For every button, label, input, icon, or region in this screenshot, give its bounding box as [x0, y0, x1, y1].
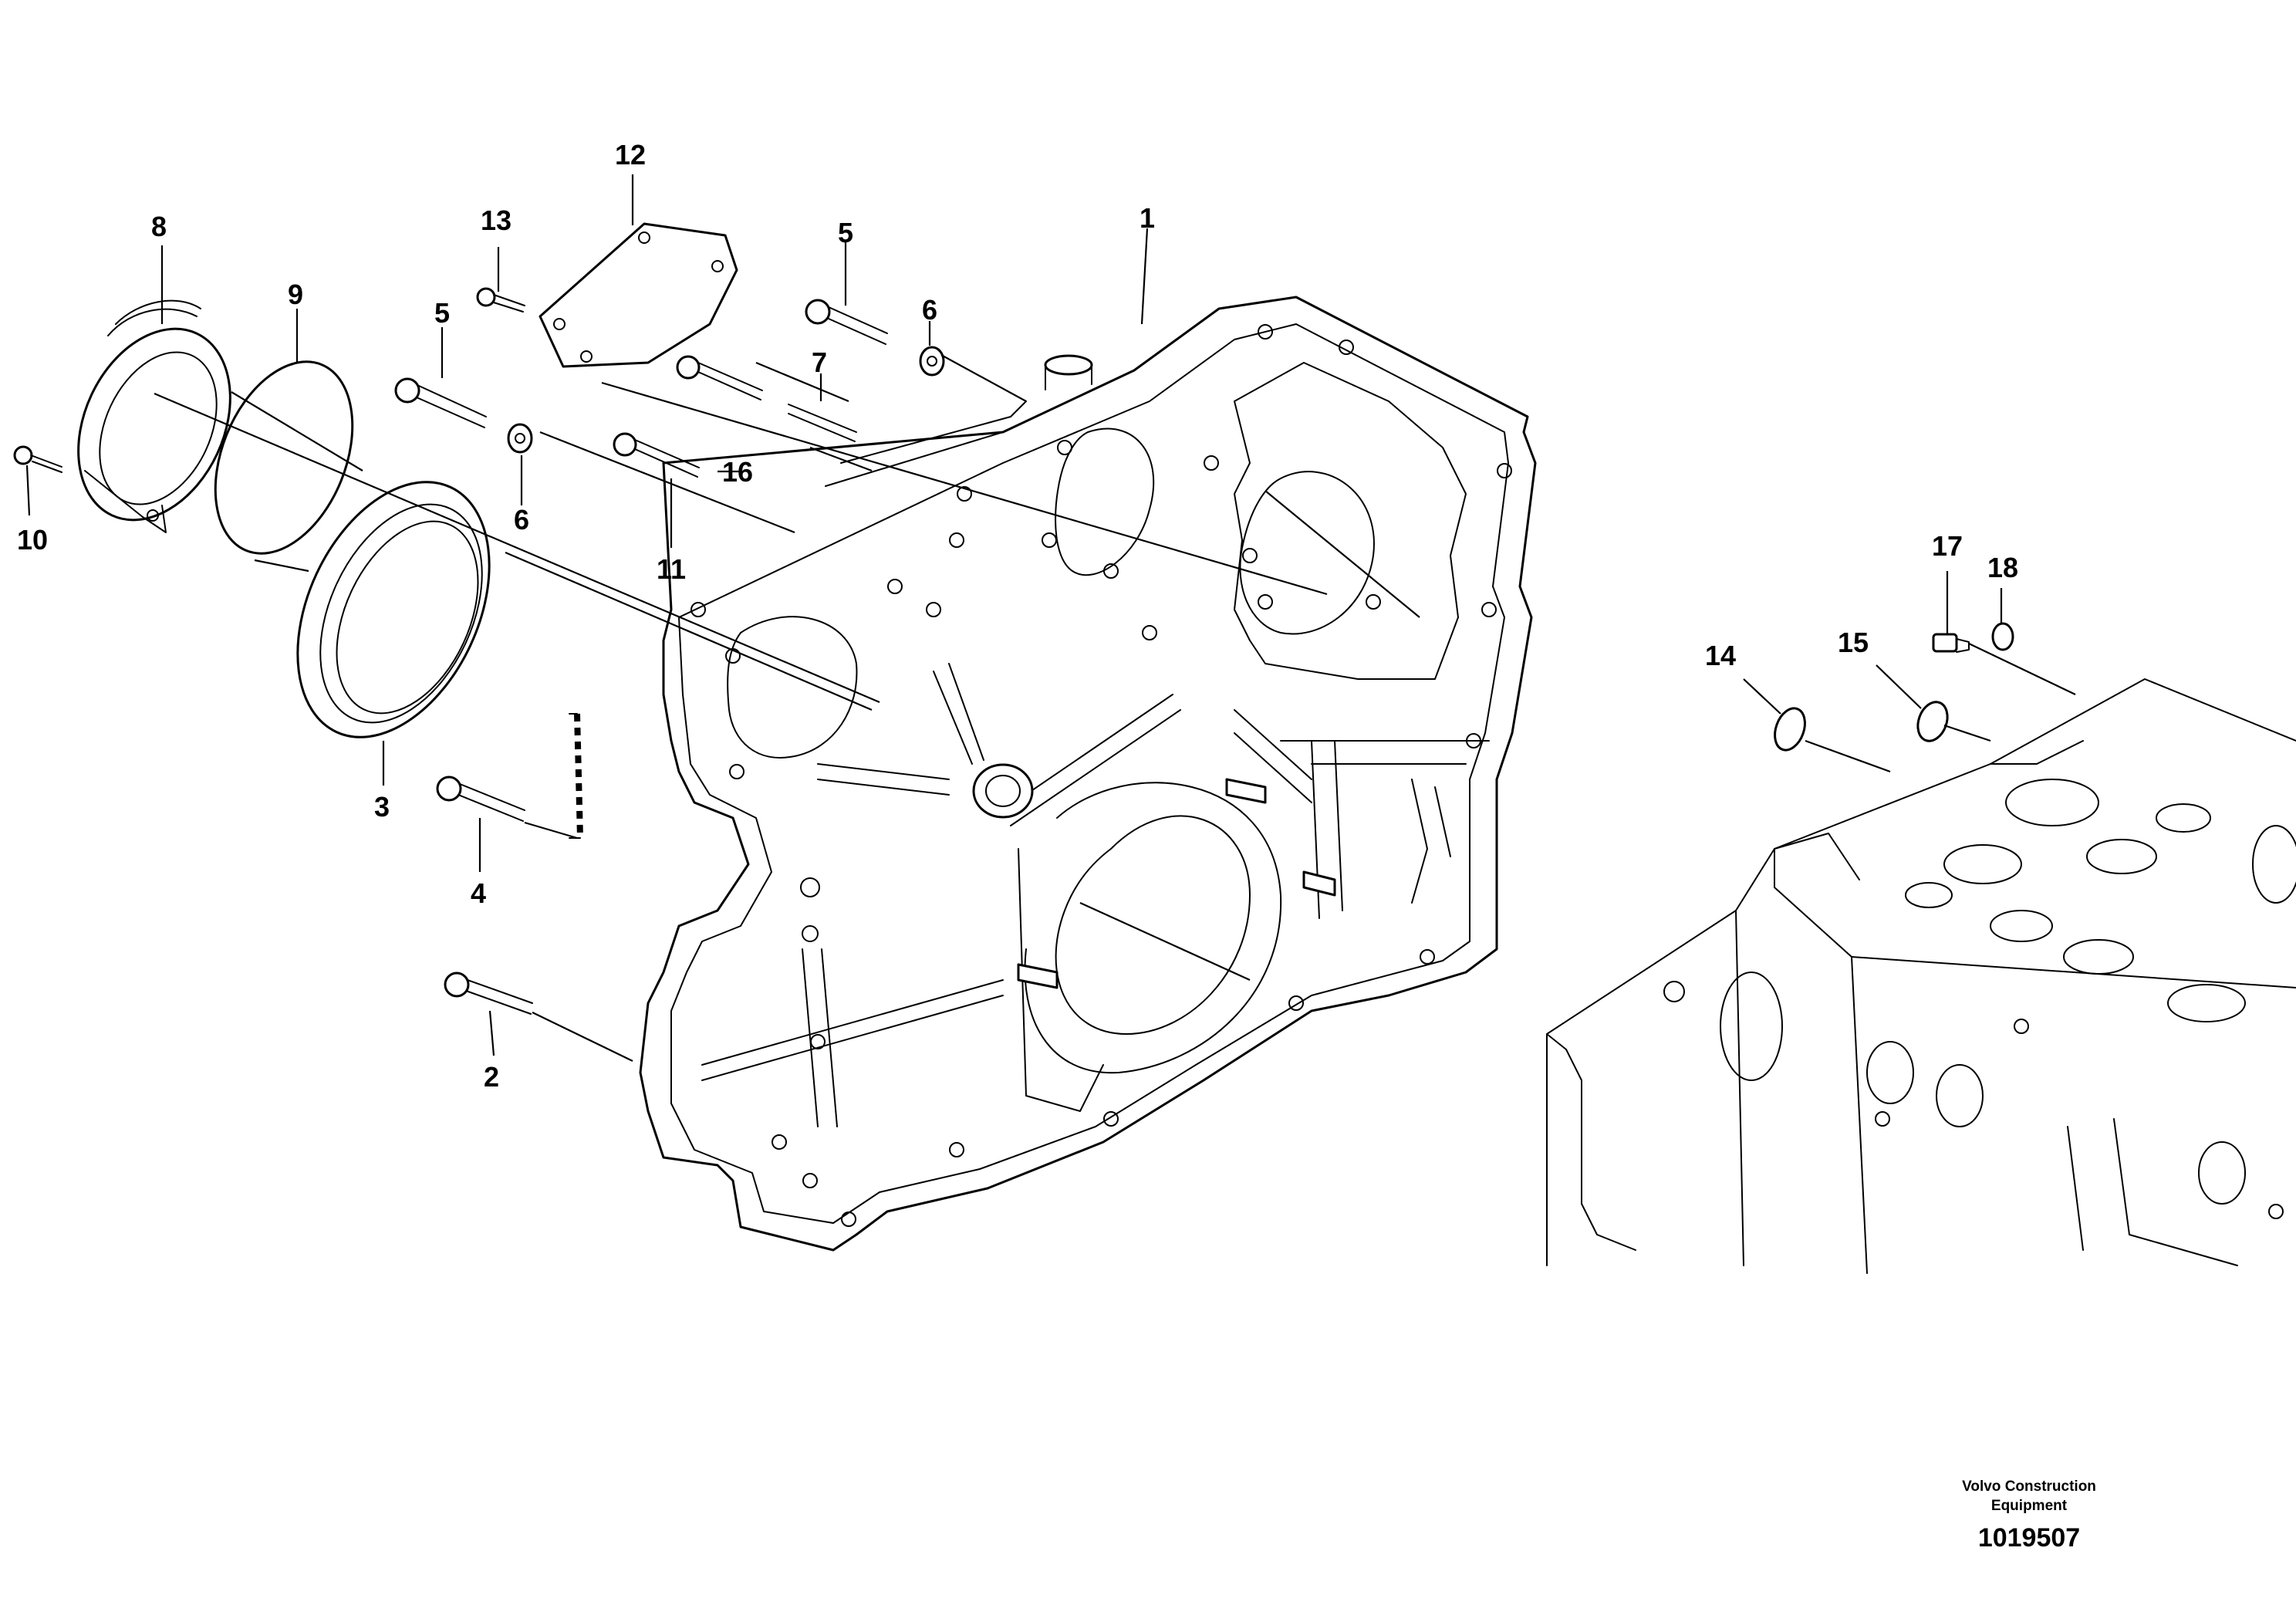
callout-16: 16	[722, 456, 753, 488]
bolt-16	[676, 355, 763, 400]
document-number: 1019507	[1978, 1523, 2080, 1553]
callout-18: 18	[1987, 552, 2018, 583]
footer: Volvo Construction Equipment 1019507	[1962, 1478, 2096, 1553]
company-name-line-1: Volvo Construction	[1962, 1478, 2096, 1495]
plug-17	[1932, 633, 1970, 653]
bolt-5-upper	[805, 299, 888, 345]
stud-7	[788, 404, 857, 442]
callout-5-lower: 5	[434, 297, 450, 329]
crankshaft-seal	[296, 481, 491, 738]
callout-10: 10	[17, 524, 48, 556]
o-ring	[214, 360, 354, 555]
timing-gear-cover	[639, 296, 1537, 1252]
callout-12: 12	[615, 139, 646, 171]
callout-6-upper: 6	[922, 294, 937, 326]
bolt-2	[444, 972, 533, 1015]
leader-lines	[25, 174, 2076, 1062]
callout-9: 9	[288, 279, 303, 310]
callout-3: 3	[374, 791, 390, 823]
callout-11: 11	[657, 553, 686, 585]
callout-5-upper: 5	[838, 217, 853, 248]
engine-block	[1546, 678, 2296, 1274]
plug-14	[1774, 707, 1806, 752]
bolt-13	[476, 287, 525, 313]
cover-plate	[539, 222, 738, 368]
alternate-position-bracket	[574, 713, 583, 839]
callout-13: 13	[481, 204, 512, 236]
bolt-11	[613, 432, 700, 478]
callout-2: 2	[484, 1061, 499, 1093]
callout-4: 4	[471, 877, 486, 909]
callout-7: 7	[812, 346, 827, 378]
callout-14: 14	[1705, 640, 1736, 671]
washer-18	[1991, 622, 2014, 651]
callout-15: 15	[1838, 627, 1869, 658]
callout-8: 8	[151, 211, 167, 242]
washer-6-lower	[507, 423, 533, 454]
seal-housing	[77, 299, 231, 533]
callout-17: 17	[1932, 530, 1963, 562]
bolt-5-lower	[394, 377, 487, 428]
callout-6-lower: 6	[514, 504, 529, 536]
callout-1: 1	[1140, 202, 1155, 234]
washer-6-upper	[919, 346, 945, 377]
bolt-10	[13, 445, 62, 473]
callouts: 1 2 3 4 5 5 6 6 7 8 9 10 11 12 13 14 15 …	[17, 139, 2018, 1093]
bolt-4	[436, 776, 525, 822]
company-name-line-2: Equipment	[1991, 1498, 2068, 1514]
cover-bolt-holes	[690, 324, 1512, 1227]
